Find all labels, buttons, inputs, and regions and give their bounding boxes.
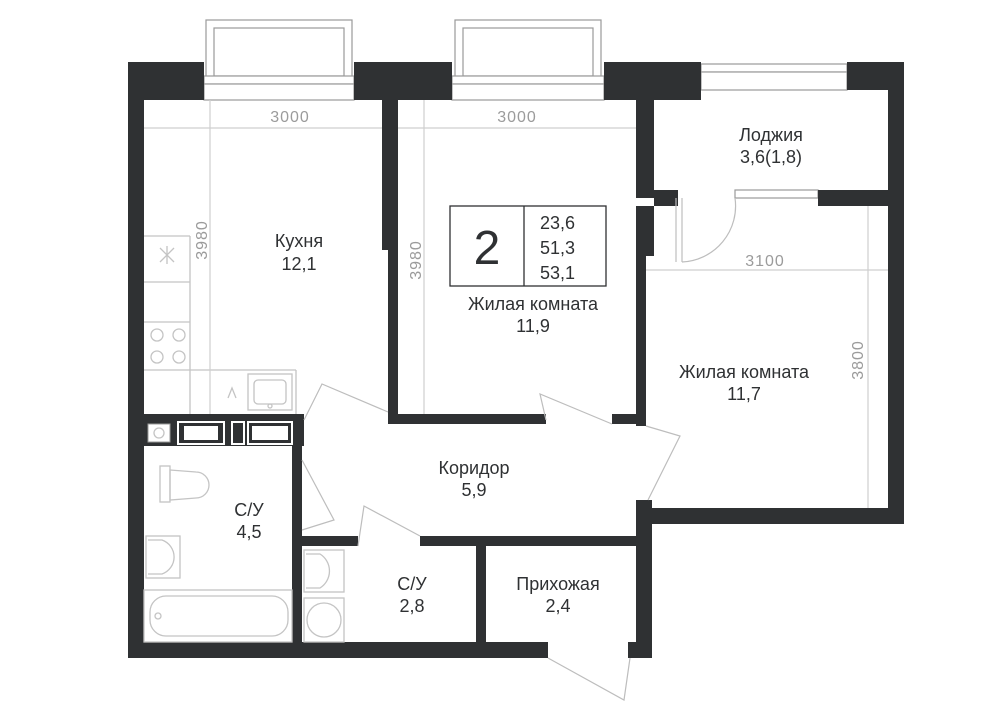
sink-icon (145, 535, 181, 579)
area-badge: 2 23,6 51,3 53,1 (449, 205, 607, 287)
kitchen-name: Кухня (275, 231, 323, 251)
living1-name: Жилая комната (468, 294, 599, 314)
bathroom2-fixtures (303, 549, 345, 643)
living-area: 23,6 (540, 213, 575, 233)
bath1-name: С/У (234, 500, 264, 520)
loggia-name: Лоджия (739, 125, 803, 145)
total-area: 51,3 (540, 238, 575, 258)
balcony-frames (205, 19, 602, 83)
dimension-lines (144, 100, 888, 508)
corridor-name: Коридор (438, 458, 509, 478)
total-area-with-loggia: 53,1 (540, 263, 575, 283)
dim-kitchen-width: 3000 (270, 109, 310, 126)
bath1-area: 4,5 (236, 522, 261, 542)
doors (301, 197, 737, 701)
stove-icon (150, 328, 186, 364)
dim-living1-depth: 3980 (408, 240, 425, 280)
hood-icon (159, 246, 175, 264)
walls (128, 62, 904, 658)
hall-area: 2,4 (545, 596, 570, 616)
bathtub-icon (143, 589, 293, 643)
living2-name: Жилая комната (679, 362, 810, 382)
dim-living2-width: 3100 (745, 253, 785, 270)
bath2-name: С/У (397, 574, 427, 594)
corridor-area: 5,9 (461, 480, 486, 500)
dim-kitchen-depth: 3980 (194, 220, 211, 260)
bathroom1-fixtures (143, 465, 293, 643)
dim-living2-depth: 3800 (850, 340, 867, 380)
living1-area: 11,9 (516, 316, 550, 336)
toilet-icon (159, 465, 210, 503)
toilet-icon (303, 597, 345, 643)
loggia-area: 3,6(1,8) (740, 147, 802, 167)
dim-living1-width: 3000 (497, 109, 537, 126)
room-count: 2 (474, 222, 501, 275)
kitchen-fixtures (144, 235, 297, 414)
sink-icon (303, 549, 345, 593)
vent-shaft (147, 421, 293, 445)
hall-name: Прихожая (516, 574, 599, 594)
kitchen-sink-icon (227, 373, 293, 411)
kitchen-area: 12,1 (281, 254, 316, 274)
living2-area: 11,7 (727, 384, 761, 404)
bath2-area: 2,8 (399, 596, 424, 616)
